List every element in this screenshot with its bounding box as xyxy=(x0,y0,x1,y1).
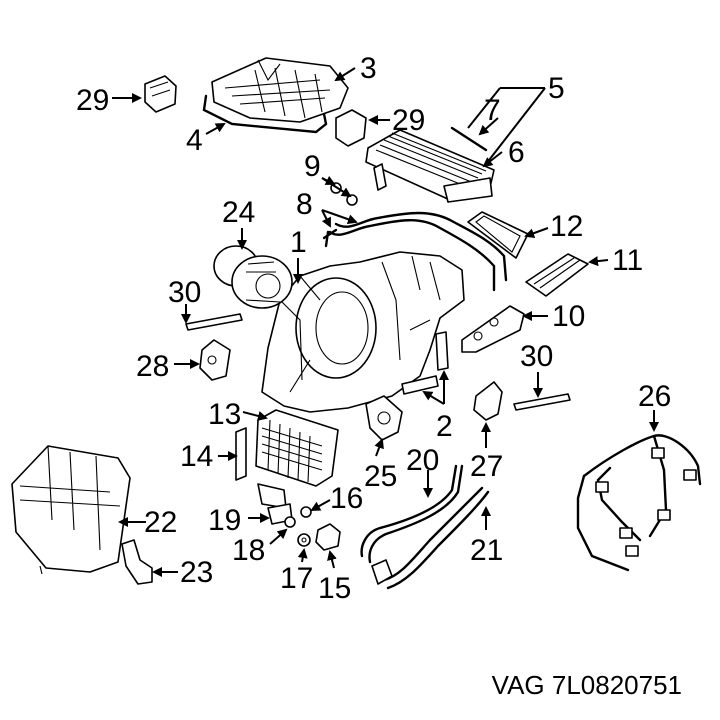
part-18-oring xyxy=(284,516,296,528)
callout-28: 28 xyxy=(136,350,169,383)
callout-numbers: 29 3 4 29 5 7 6 9 8 24 1 12 11 30 10 30 … xyxy=(76,52,671,605)
part-23-elbow xyxy=(121,539,153,585)
part-17-washer xyxy=(297,533,311,547)
part-11-filter xyxy=(525,253,589,297)
part-8-hoses xyxy=(322,211,508,292)
callout-1: 1 xyxy=(290,226,307,259)
part-16-valve xyxy=(300,506,312,518)
part-7-seal xyxy=(450,126,488,152)
part-4-gasket xyxy=(202,94,328,134)
callout-7: 7 xyxy=(484,94,501,127)
callout-5: 5 xyxy=(548,72,565,105)
part-13-evaporator xyxy=(255,409,339,509)
callout-10: 10 xyxy=(552,300,585,333)
callout-2: 2 xyxy=(436,410,453,443)
callout-25: 25 xyxy=(364,460,397,493)
part-20-line xyxy=(360,464,464,564)
callout-6: 6 xyxy=(508,136,525,169)
part-1-housing xyxy=(261,251,465,413)
part-29-module-left xyxy=(144,75,177,113)
callout-30-left: 30 xyxy=(168,276,201,309)
callout-30-right: 30 xyxy=(520,340,553,373)
callout-26: 26 xyxy=(638,380,671,413)
callout-15: 15 xyxy=(318,572,351,605)
callout-23: 23 xyxy=(180,556,213,589)
callout-21: 21 xyxy=(470,534,503,567)
callout-3: 3 xyxy=(360,52,377,85)
callout-4: 4 xyxy=(186,124,203,157)
part-6-heater-core xyxy=(365,129,495,203)
part-30-strip-left xyxy=(185,313,243,331)
callout-17: 17 xyxy=(280,562,313,595)
callout-12: 12 xyxy=(550,210,583,243)
callout-18: 18 xyxy=(232,534,265,567)
part-26-harness xyxy=(576,434,702,572)
callout-13: 13 xyxy=(208,398,241,431)
callout-19: 19 xyxy=(208,504,241,537)
leader-lines xyxy=(112,67,659,577)
callout-20: 20 xyxy=(406,444,439,477)
callout-29-left: 29 xyxy=(76,84,109,117)
part-22-box xyxy=(11,445,131,575)
part-14-seal xyxy=(235,427,247,481)
callout-11: 11 xyxy=(612,244,643,277)
callout-27: 27 xyxy=(470,450,503,483)
part-30-strip-right xyxy=(513,393,571,411)
part-28-sensor xyxy=(199,339,231,381)
part-number-caption: VAG 7L0820751 xyxy=(491,670,682,700)
part-3-cover xyxy=(211,57,349,123)
part-21-line xyxy=(371,486,490,590)
callout-24: 24 xyxy=(222,196,255,229)
part-24-blower-motor xyxy=(213,245,293,309)
callout-29-right: 29 xyxy=(392,104,425,137)
callout-14: 14 xyxy=(180,440,213,473)
part-2-pads xyxy=(401,331,449,395)
callout-9: 9 xyxy=(304,150,321,183)
part-10-bracket xyxy=(461,305,525,353)
callout-16: 16 xyxy=(330,482,363,515)
callout-22: 22 xyxy=(144,506,177,539)
part-15-sensor xyxy=(315,523,341,551)
callout-8: 8 xyxy=(296,188,313,221)
part-27-bracket xyxy=(473,381,503,421)
part-25-actuator xyxy=(365,395,403,441)
part-29-module-right xyxy=(335,109,367,147)
